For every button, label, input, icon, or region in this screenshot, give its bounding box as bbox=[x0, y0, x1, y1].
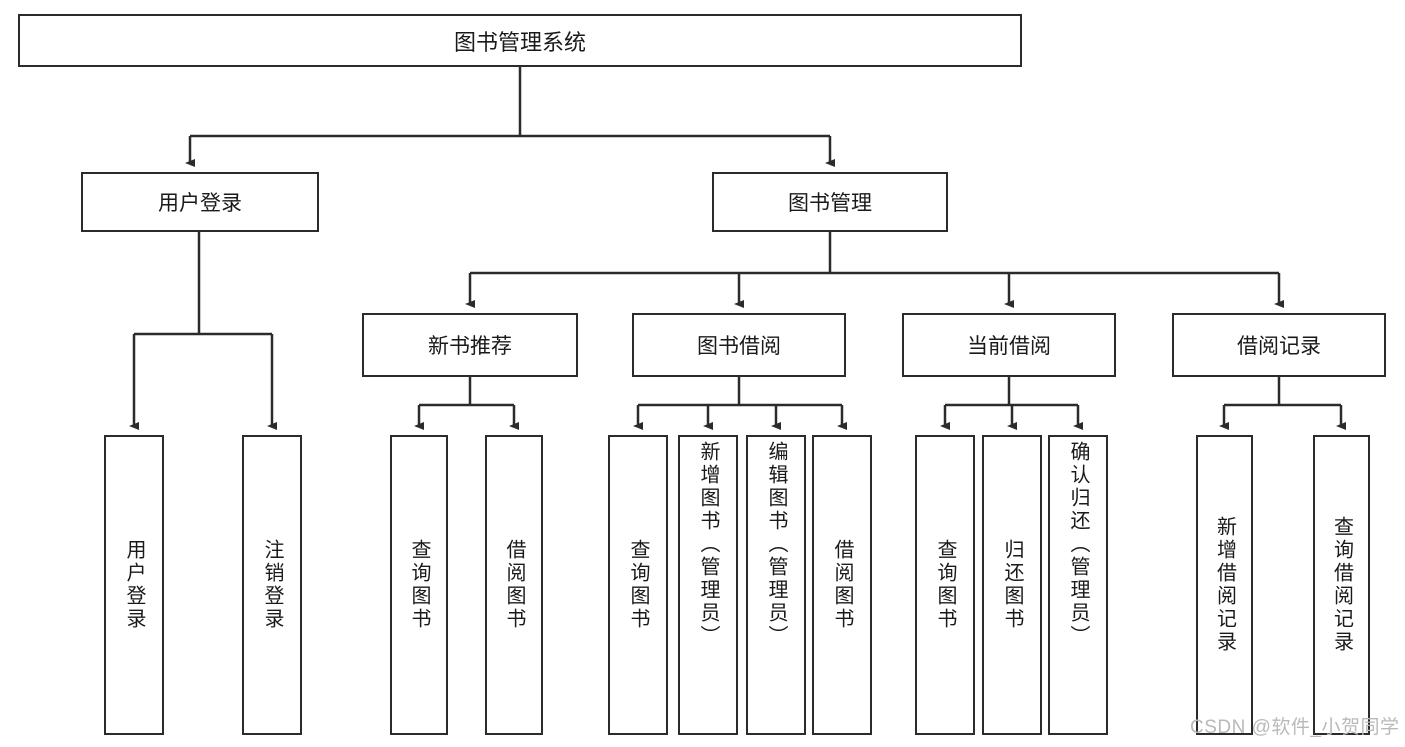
node-label: 图书管理 bbox=[788, 192, 872, 215]
node-label: 新增图书（管理员） bbox=[697, 441, 719, 648]
node-label: 编辑图书（管理员） bbox=[765, 441, 787, 648]
node-user-login[interactable]: 用户登录 bbox=[81, 172, 319, 232]
node-label: 查询图书 bbox=[627, 539, 649, 631]
node-label: 注销登录 bbox=[261, 539, 283, 631]
node-label: 图书管理系统 bbox=[453, 29, 586, 55]
node-label: 新增借阅记录 bbox=[1213, 516, 1236, 654]
node-label: 归还图书 bbox=[1001, 539, 1023, 631]
node-label: 图书借阅 bbox=[697, 335, 781, 358]
leaf-new-book-query-books[interactable]: 查询图书 bbox=[390, 435, 448, 735]
node-book-borrow[interactable]: 图书借阅 bbox=[632, 313, 846, 377]
leaf-borrow-query-books[interactable]: 查询图书 bbox=[608, 435, 668, 735]
leaf-new-book-borrow-books[interactable]: 借阅图书 bbox=[485, 435, 543, 735]
leaf-user-login-login[interactable]: 用户登录 bbox=[104, 435, 164, 735]
csdn-watermark: CSDN @软件_小贺同学 bbox=[1190, 717, 1400, 738]
leaf-borrow-borrow-books[interactable]: 借阅图书 bbox=[812, 435, 872, 735]
leaf-record-add-borrow-record[interactable]: 新增借阅记录 bbox=[1196, 435, 1253, 735]
node-label: 借阅图书 bbox=[831, 539, 853, 631]
node-book-management[interactable]: 图书管理 bbox=[712, 172, 948, 232]
leaf-current-confirm-return-admin[interactable]: 确认归还（管理员） bbox=[1048, 435, 1108, 735]
node-label: 查询图书 bbox=[934, 539, 956, 631]
leaf-borrow-edit-book-admin[interactable]: 编辑图书（管理员） bbox=[746, 435, 806, 735]
node-label: 查询借阅记录 bbox=[1330, 516, 1353, 654]
node-label: 新书推荐 bbox=[428, 335, 512, 358]
leaf-current-query-books[interactable]: 查询图书 bbox=[915, 435, 975, 735]
node-label: 查询图书 bbox=[408, 539, 430, 631]
node-new-book-recommend[interactable]: 新书推荐 bbox=[362, 313, 578, 377]
leaf-record-query-borrow-record[interactable]: 查询借阅记录 bbox=[1313, 435, 1370, 735]
node-label: 确认归还（管理员） bbox=[1067, 441, 1089, 648]
node-label: 用户登录 bbox=[158, 192, 242, 215]
node-borrow-record[interactable]: 借阅记录 bbox=[1172, 313, 1386, 377]
node-label: 借阅记录 bbox=[1237, 335, 1321, 358]
leaf-user-login-logout[interactable]: 注销登录 bbox=[242, 435, 302, 735]
leaf-borrow-add-book-admin[interactable]: 新增图书（管理员） bbox=[678, 435, 738, 735]
node-book-management-system[interactable]: 图书管理系统 bbox=[18, 14, 1022, 67]
leaf-current-return-books[interactable]: 归还图书 bbox=[982, 435, 1042, 735]
node-current-borrow[interactable]: 当前借阅 bbox=[902, 313, 1116, 377]
node-label: 用户登录 bbox=[123, 539, 145, 631]
node-label: 当前借阅 bbox=[967, 335, 1051, 358]
node-label: 借阅图书 bbox=[503, 539, 525, 631]
